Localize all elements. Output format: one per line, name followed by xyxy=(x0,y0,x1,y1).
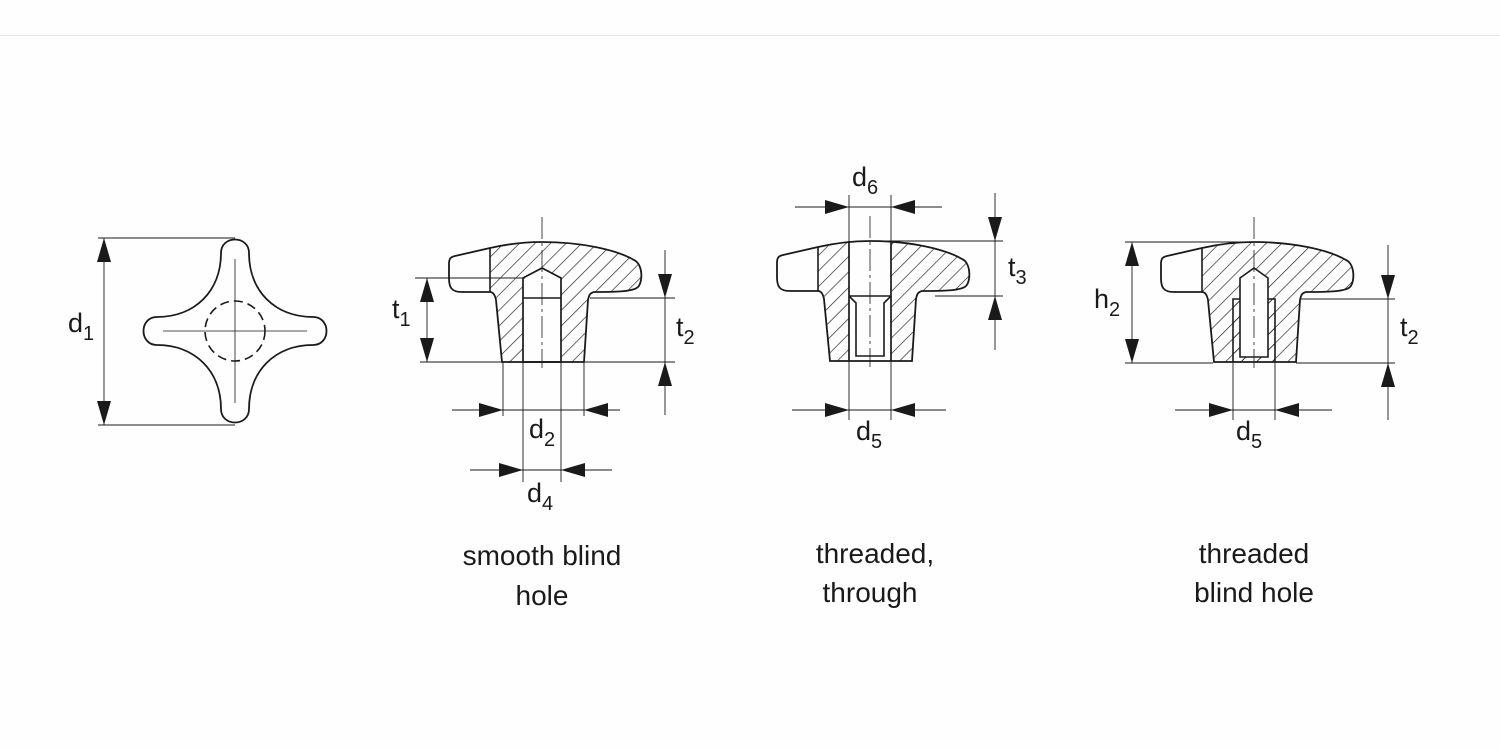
arrow-icon xyxy=(479,403,503,417)
knob-outline xyxy=(448,241,643,363)
arrow-icon xyxy=(1125,242,1139,266)
caption-line-1: smooth blind xyxy=(463,540,622,571)
label-d5: d5 xyxy=(1236,416,1262,453)
arrow-icon xyxy=(891,403,915,417)
arrow-icon xyxy=(658,274,672,298)
arrow-icon xyxy=(584,403,608,417)
caption-line-1: threaded, xyxy=(816,538,934,569)
knob-outline xyxy=(776,240,971,362)
label-d1: d1 xyxy=(68,308,94,345)
arrow-icon xyxy=(420,278,434,302)
arrow-icon xyxy=(825,200,849,214)
label-t2: t2 xyxy=(1400,312,1419,349)
arrow-icon xyxy=(499,463,523,477)
header-divider xyxy=(0,35,1500,36)
arrow-icon xyxy=(891,200,915,214)
caption-line-2: blind hole xyxy=(1194,577,1314,608)
label-t3: t3 xyxy=(1008,252,1027,289)
label-d5: d5 xyxy=(856,416,882,453)
arrow-icon xyxy=(561,463,585,477)
label-t1: t1 xyxy=(392,294,411,331)
blind-hole xyxy=(522,267,562,363)
label-t2: t2 xyxy=(676,312,695,349)
arrow-icon xyxy=(988,217,1002,241)
arrow-icon xyxy=(1275,403,1299,417)
knob-outline xyxy=(1160,241,1355,363)
label-d4: d4 xyxy=(527,478,553,515)
arrow-icon xyxy=(825,403,849,417)
arrow-icon xyxy=(97,238,111,262)
cross-knob-outline xyxy=(142,238,328,424)
arrow-icon xyxy=(658,362,672,386)
caption-line-2: through xyxy=(823,577,918,608)
arrow-icon xyxy=(988,296,1002,320)
arrow-icon xyxy=(1381,275,1395,299)
arrow-icon xyxy=(97,401,111,425)
label-d6: d6 xyxy=(852,162,878,199)
arrow-icon xyxy=(1125,339,1139,363)
thread-core-hole xyxy=(1239,267,1269,358)
arrow-icon xyxy=(1209,403,1233,417)
caption-line-1: threaded xyxy=(1199,538,1310,569)
label-h2: h2 xyxy=(1094,284,1120,321)
label-d2: d2 xyxy=(529,414,555,451)
caption-line-2: hole xyxy=(516,580,569,611)
arrow-icon xyxy=(1381,363,1395,387)
arrow-icon xyxy=(420,338,434,362)
